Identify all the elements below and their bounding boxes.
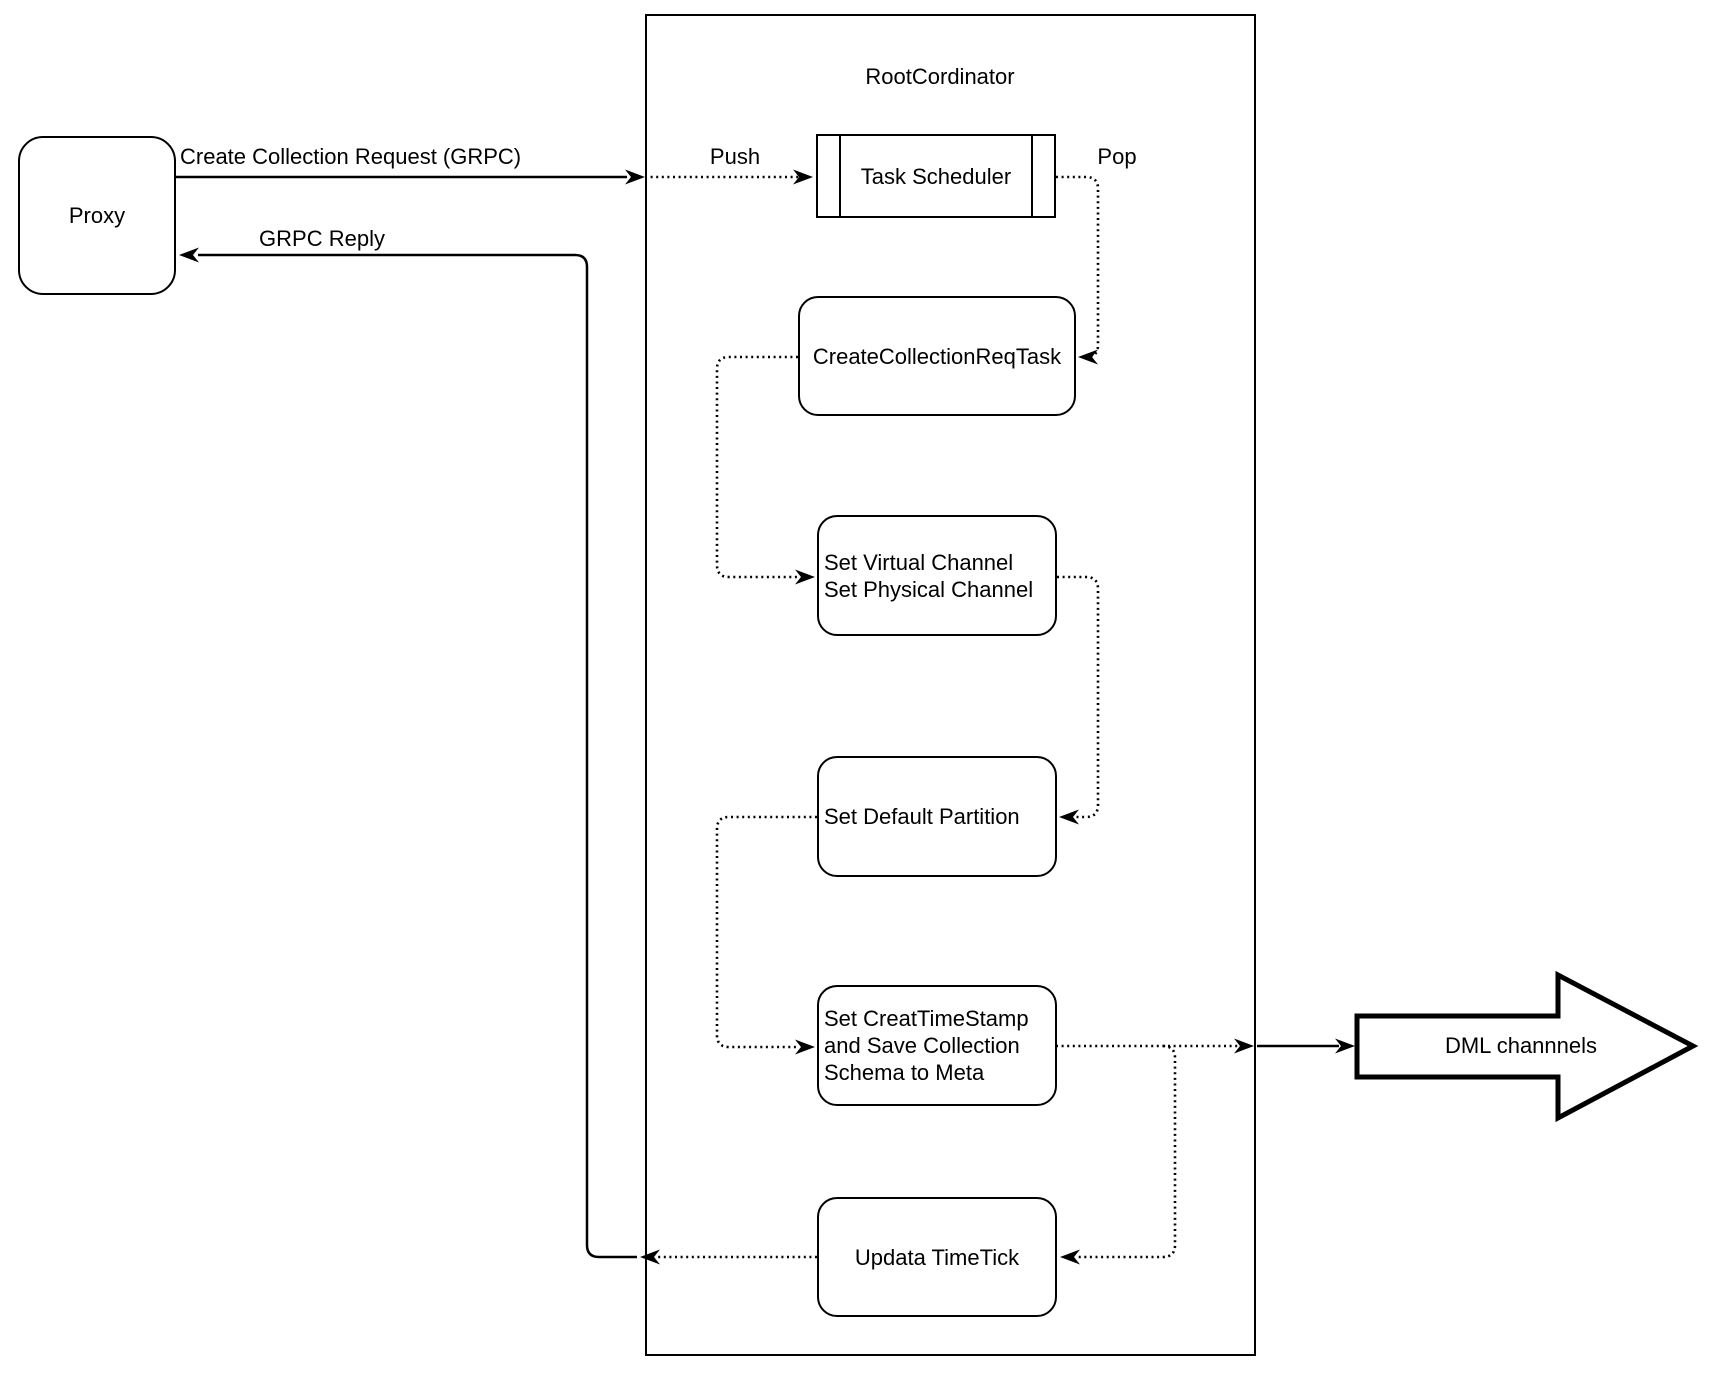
- arrowhead: [1060, 1249, 1080, 1265]
- arrowhead: [640, 1249, 660, 1265]
- arrowhead: [1335, 1038, 1355, 1054]
- arrowhead: [1059, 809, 1079, 825]
- proxy-label: Proxy: [68, 203, 126, 228]
- edge-partition-to-timestamp-line: [715, 815, 817, 1049]
- node-proxy: Proxy: [18, 136, 176, 295]
- set-default-partition-label: Set Default Partition: [824, 804, 1020, 829]
- edge-timestamp-to-timetick-line: [1077, 1044, 1177, 1259]
- rootcoordinator-container: [645, 14, 1256, 1356]
- node-set-create-timestamp: Set CreatTimeStamp and Save Collection S…: [817, 985, 1057, 1106]
- node-update-timetick: Updata TimeTick: [817, 1197, 1057, 1317]
- update-timetick-label: Updata TimeTick: [854, 1244, 1020, 1270]
- arrowhead: [179, 247, 199, 263]
- arrowhead: [795, 569, 815, 585]
- set-channels-line2: Set Physical Channel: [824, 576, 1034, 602]
- task-scheduler-label: Task Scheduler: [860, 163, 1012, 189]
- edge-label-create-collection-request: Create Collection Request (GRPC): [180, 144, 522, 169]
- set-channels-line1: Set Virtual Channel: [824, 549, 1014, 575]
- edge-channels-to-partition-line: [1057, 575, 1100, 819]
- node-set-default-partition: Set Default Partition: [817, 756, 1057, 877]
- set-create-timestamp-line2: and Save Collection: [824, 1033, 1020, 1058]
- edge-label-push: Push: [709, 144, 761, 169]
- arrowhead: [793, 169, 813, 185]
- arrowhead: [1078, 349, 1098, 365]
- node-task-scheduler: Task Scheduler: [816, 134, 1056, 218]
- set-create-timestamp-line3: Schema to Meta: [824, 1060, 985, 1085]
- dml-channels-label: DML channnels: [1444, 1033, 1598, 1058]
- create-collection-req-task-label: CreateCollectionReqTask: [812, 343, 1062, 369]
- arrowhead: [795, 1039, 815, 1055]
- dml-channels-arrow-shape: [1354, 970, 1699, 1123]
- node-create-collection-req-task: CreateCollectionReqTask: [798, 296, 1076, 416]
- task-scheduler-right-cap: [1031, 136, 1054, 216]
- edge-pop-line: [1056, 175, 1100, 359]
- edge-label-grpc-reply: GRPC Reply: [259, 226, 385, 251]
- edge-reqtask-to-channels-line: [715, 355, 799, 579]
- edge-label-pop: Pop: [1097, 144, 1137, 169]
- rootcoordinator-title: RootCordinator: [865, 64, 1015, 89]
- task-scheduler-left-cap: [818, 136, 841, 216]
- edge-grpc-reply-line: [198, 253, 637, 1259]
- arrowhead: [625, 169, 645, 185]
- arrowhead: [1234, 1038, 1254, 1054]
- set-create-timestamp-line1: Set CreatTimeStamp: [824, 1006, 1029, 1031]
- node-set-channels: Set Virtual Channel Set Physical Channel: [817, 515, 1057, 636]
